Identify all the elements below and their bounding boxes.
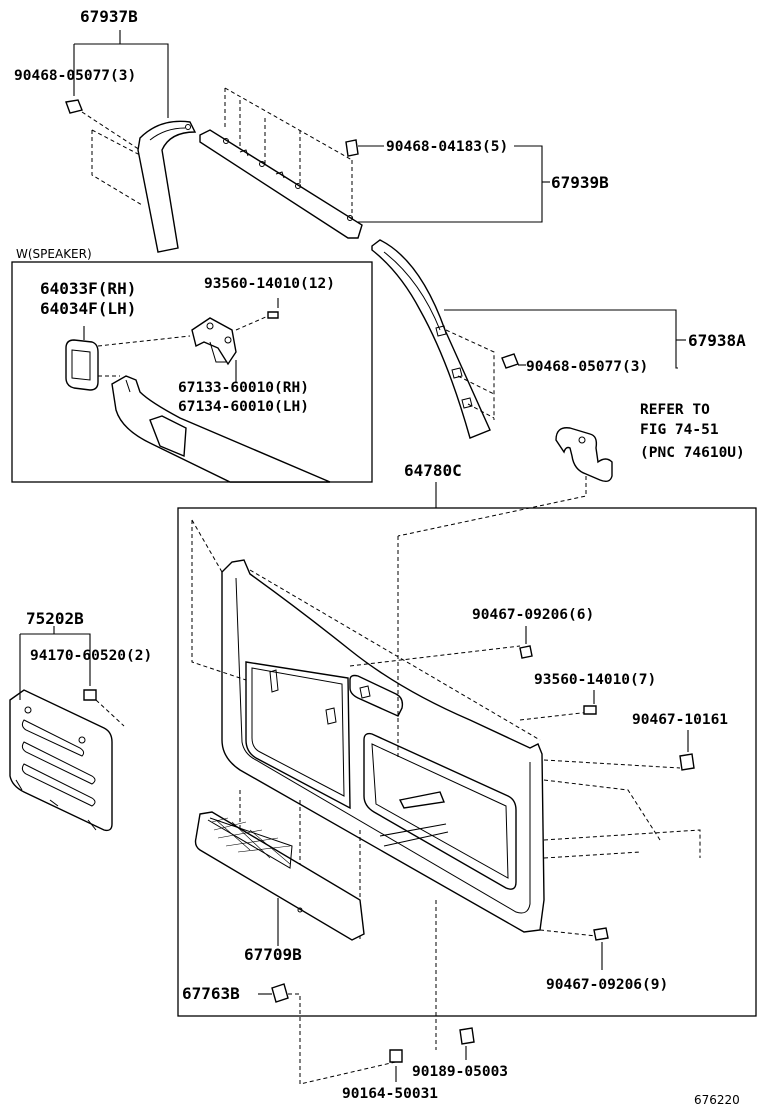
- speaker-grille-64033F: [65, 339, 99, 391]
- clip-90468-05077-a: [65, 99, 83, 114]
- header-trim-67939B: [199, 129, 363, 239]
- label-90189-05003: 90189-05003: [412, 1064, 508, 1080]
- label-speaker-option: W(SPEAKER): [16, 247, 92, 261]
- label-67133: 67133-60010(RH): [178, 380, 309, 396]
- screw-93560-14010-7: [583, 705, 597, 715]
- label-93560-14010-7: 93560-14010(7): [534, 672, 656, 688]
- bolt-90164-50031: [389, 1049, 403, 1063]
- clip-90189-05003: [459, 1027, 475, 1045]
- label-90467-10161: 90467-10161: [632, 712, 728, 728]
- pillar-trim-67937B: [137, 120, 197, 253]
- clip-90468-05077-b: [501, 353, 519, 369]
- label-90164-50031: 90164-50031: [342, 1086, 438, 1102]
- assist-grip: [555, 427, 613, 483]
- back-door-trim-panel: [221, 559, 545, 933]
- label-figure-code: 676220: [694, 1093, 740, 1107]
- label-90467-09206-6: 90467-09206(6): [472, 607, 594, 623]
- label-67709B: 67709B: [244, 945, 302, 964]
- label-67939B: 67939B: [551, 173, 609, 192]
- door-panel-corner-inset: [111, 375, 331, 483]
- label-refer-pnc: (PNC 74610U): [640, 445, 745, 461]
- label-67938A: 67938A: [688, 331, 746, 350]
- label-93560-14010-12: 93560-14010(12): [204, 276, 335, 292]
- screw-94170-60520: [83, 689, 97, 701]
- label-90467-09206-9: 90467-09206(9): [546, 977, 668, 993]
- label-refer-fig: FIG 74-51: [640, 422, 719, 438]
- clip-67763B: [271, 983, 289, 1003]
- label-67134: 67134-60010(LH): [178, 399, 309, 415]
- back-door-trim-frame: [177, 507, 757, 1017]
- clip-90467-09206-6: [519, 645, 533, 659]
- clip-90467-09206-9: [593, 927, 609, 941]
- label-94170-60520: 94170-60520(2): [30, 648, 152, 664]
- clip-90467-10161: [679, 753, 695, 771]
- clip-90468-04183: [345, 139, 359, 157]
- lower-panel-67709B: [194, 811, 365, 941]
- label-64034F: 64034F(LH): [40, 299, 136, 318]
- label-67763B: 67763B: [182, 984, 240, 1003]
- speaker-bracket-67133: [191, 317, 237, 366]
- side-panel-75202B: [9, 689, 113, 832]
- pillar-trim-67938A: [371, 239, 491, 439]
- label-refer-to: REFER TO: [640, 402, 710, 418]
- label-67937B: 67937B: [80, 7, 138, 26]
- label-90468-05077-a: 90468-05077(3): [14, 68, 136, 84]
- label-75202B: 75202B: [26, 609, 84, 628]
- screw-93560-14010-12: [267, 311, 279, 319]
- label-64033F: 64033F(RH): [40, 279, 136, 298]
- label-90468-05077-b: 90468-05077(3): [526, 359, 648, 375]
- label-90468-04183: 90468-04183(5): [386, 139, 508, 155]
- speaker-inset-frame: [11, 261, 373, 483]
- label-64780C: 64780C: [404, 461, 462, 480]
